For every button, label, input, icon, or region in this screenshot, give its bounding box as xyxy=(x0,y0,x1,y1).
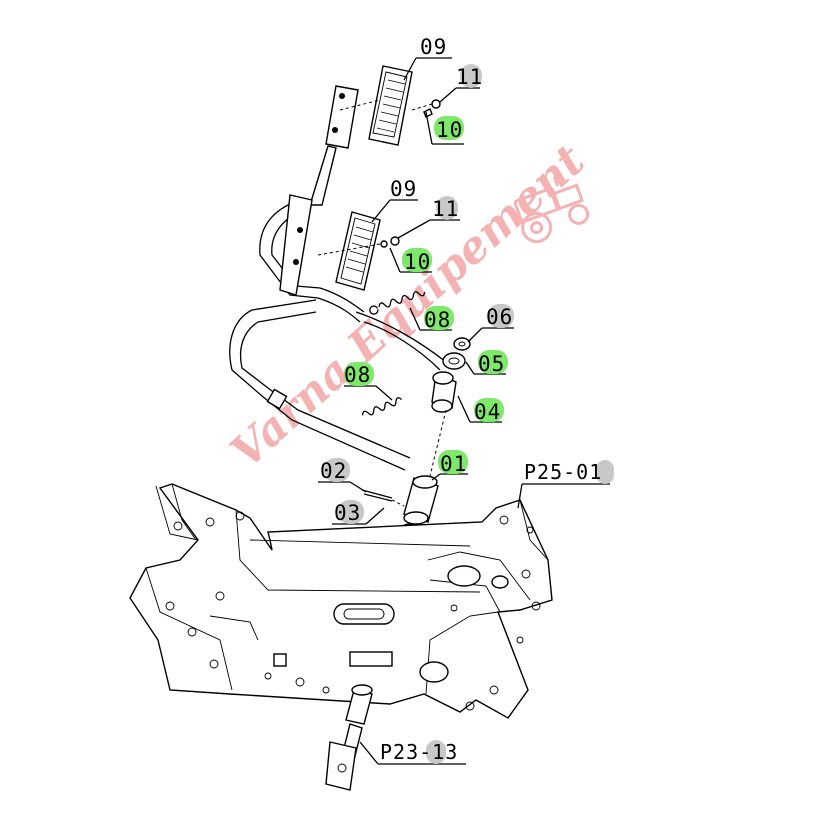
callout-09-lower: 09 xyxy=(390,177,417,201)
brake-pedal-p23 xyxy=(325,684,373,791)
bushing-04 xyxy=(431,371,457,413)
callout-05: 05 xyxy=(478,352,505,376)
lower-bolt xyxy=(317,236,400,256)
washer-05 xyxy=(442,352,466,370)
main-frame xyxy=(129,483,553,719)
callout-11-upper: 11 xyxy=(456,65,483,89)
callout-03: 03 xyxy=(334,501,361,525)
spring-lower xyxy=(361,397,402,416)
lower-pedal-pad xyxy=(335,211,381,291)
leader-lines xyxy=(318,57,610,765)
spring-upper xyxy=(369,291,426,315)
callout-11-lower: 11 xyxy=(432,197,459,221)
tractor-icon xyxy=(513,175,590,244)
washer-06 xyxy=(453,337,471,351)
upper-pedal-arm xyxy=(309,85,381,206)
callout-08-upper: 08 xyxy=(424,308,451,332)
callout-06: 06 xyxy=(486,305,513,329)
callout-01: 01 xyxy=(440,452,467,476)
ref-p23-13: P23-13 xyxy=(380,740,458,764)
callout-10-upper: 10 xyxy=(436,118,463,142)
callout-04: 04 xyxy=(474,400,501,424)
callout-09-upper: 09 xyxy=(420,35,447,59)
pin-02-03 xyxy=(361,489,405,507)
upper-pedal-pad xyxy=(368,65,413,146)
highlight-layer xyxy=(324,64,614,764)
callout-08-lower: 08 xyxy=(344,363,371,387)
pedal-shaft-assembly xyxy=(229,194,447,471)
callout-labels: 09 11 10 09 11 10 08 06 05 08 04 01 02 0… xyxy=(320,35,602,764)
callout-02: 02 xyxy=(320,459,347,483)
callout-10-lower: 10 xyxy=(404,250,431,274)
ref-p25-01: P25-01 xyxy=(524,460,602,484)
